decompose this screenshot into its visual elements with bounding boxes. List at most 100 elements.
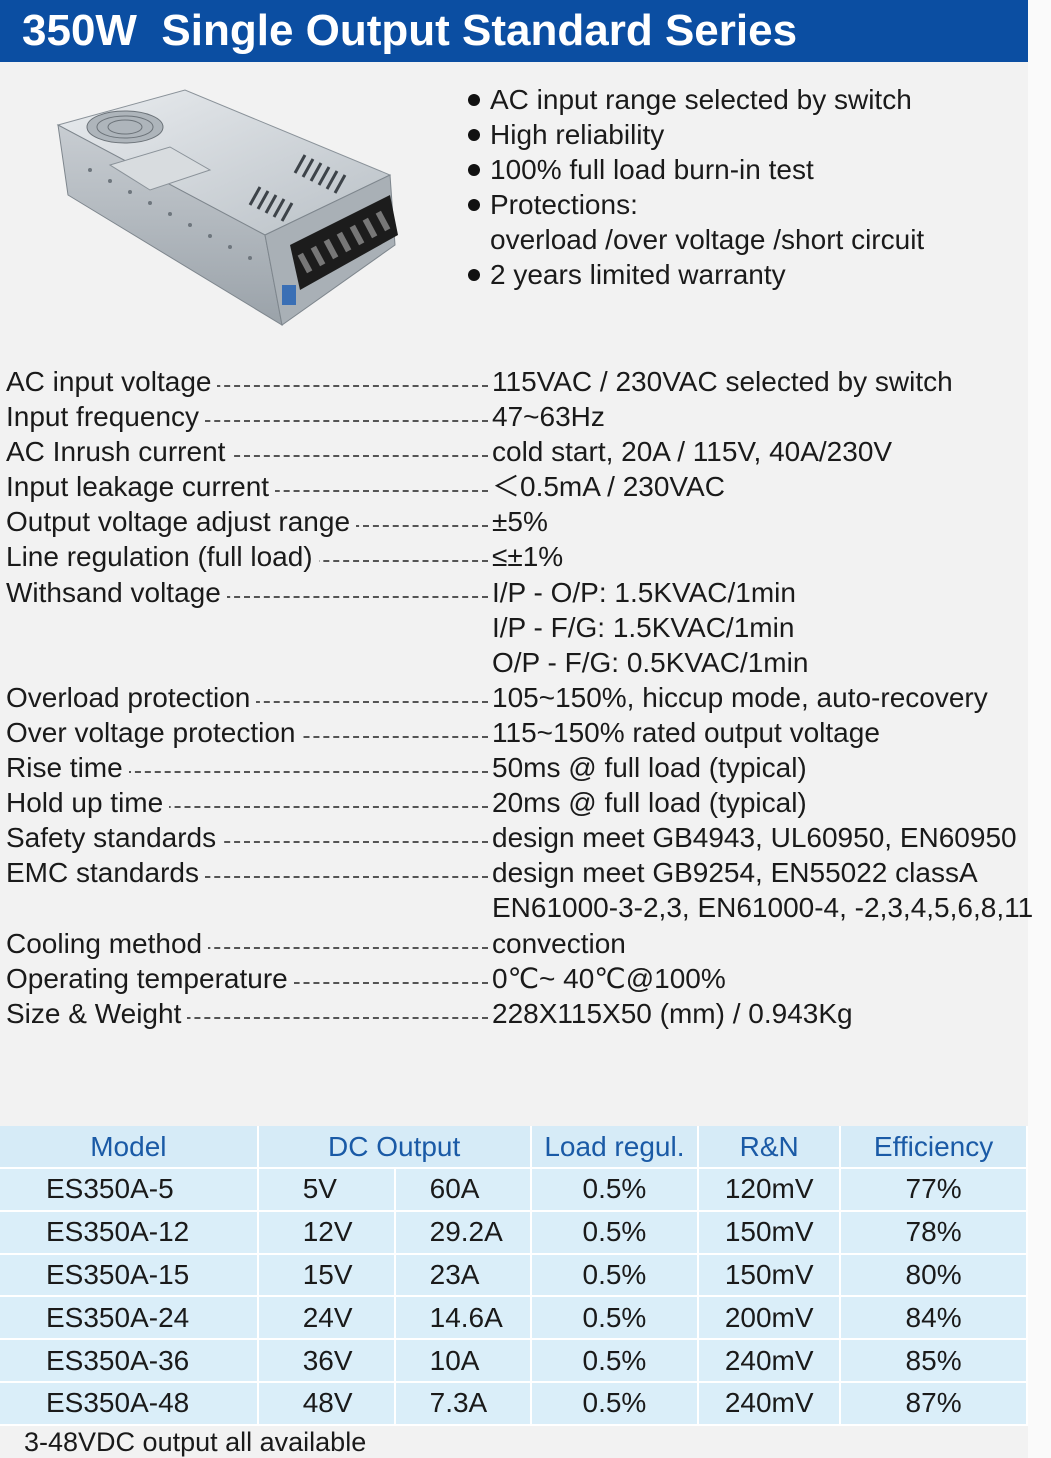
cell-rn: 240mV: [698, 1381, 842, 1426]
cell-load-regul: 0.5%: [530, 1210, 700, 1255]
cell-load-regul: 0.5%: [530, 1381, 700, 1426]
cell-current: 29.2A: [394, 1210, 532, 1255]
spec-row: Withsand voltage I/P - O/P: 1.5KVAC/1min: [6, 575, 1051, 610]
model-table: Model DC Output Load regul. R&N Efficien…: [0, 1126, 1028, 1426]
spec-label-text: AC Inrush current: [6, 436, 232, 468]
cell-efficiency: 80%: [840, 1253, 1028, 1298]
spec-label-text: Input leakage current: [6, 471, 276, 503]
spec-value: convection: [492, 927, 626, 959]
cell-rn: 120mV: [698, 1168, 842, 1212]
spec-value: 115~150% rated output voltage: [492, 716, 880, 748]
spec-label: Withsand voltage: [6, 575, 492, 610]
spec-label: [6, 890, 492, 925]
spec-label: Output voltage adjust range: [6, 504, 492, 539]
header-efficiency: Efficiency: [840, 1126, 1028, 1169]
cell-efficiency: 77%: [840, 1168, 1028, 1212]
spec-value: I/P - O/P: 1.5KVAC/1min: [492, 576, 796, 608]
spec-label-text: Line regulation (full load): [6, 541, 319, 573]
spec-value: 0℃~ 40℃@100%: [492, 962, 726, 994]
cell-model: ES350A-48: [0, 1381, 259, 1426]
feature-list: AC input range selected by switch High r…: [466, 82, 1026, 292]
bullet-icon: [468, 94, 480, 106]
spec-label: [6, 610, 492, 645]
spec-label-text: EMC standards: [6, 857, 205, 889]
cell-voltage: 15V: [257, 1253, 396, 1298]
cell-rn: 150mV: [698, 1253, 842, 1298]
page-title: 350W Single Output Standard Series: [0, 0, 1028, 62]
spec-value: 50ms @ full load (typical): [492, 752, 807, 784]
spec-label: Safety standards: [6, 820, 492, 855]
spec-value: ＜0.5mA / 230VAC: [492, 471, 725, 503]
spec-label: Operating temperature: [6, 961, 492, 996]
margin-strip: [1028, 0, 1051, 1458]
spec-row: Input leakage current ＜0.5mA / 230VAC: [6, 469, 1051, 504]
spec-label: AC input voltage: [6, 364, 492, 399]
spec-label-text: Safety standards: [6, 822, 223, 854]
spec-label: EMC standards: [6, 855, 492, 890]
feature-item-continuation: overload /over voltage /short circuit: [490, 224, 925, 255]
cell-current: 14.6A: [394, 1296, 532, 1341]
spec-value: design meet GB4943, UL60950, EN60950: [492, 822, 1017, 854]
cell-load-regul: 0.5%: [530, 1339, 700, 1383]
cell-model: ES350A-5: [0, 1168, 259, 1212]
cell-current: 10A: [394, 1339, 532, 1383]
spec-row: O/P - F/G: 0.5KVAC/1min: [6, 645, 1051, 680]
table-header-row: Model DC Output Load regul. R&N Efficien…: [0, 1126, 1028, 1169]
cell-model: ES350A-12: [0, 1210, 259, 1255]
spec-value: 20ms @ full load (typical): [492, 787, 807, 819]
header-dc-output: DC Output: [257, 1126, 532, 1169]
feature-item: High reliability: [466, 117, 1026, 152]
spec-row: Safety standards design meet GB4943, UL60…: [6, 820, 1051, 855]
spec-label-text: Size & Weight: [6, 997, 188, 1029]
cell-rn: 240mV: [698, 1339, 842, 1383]
spec-label-text: Overload protection: [6, 681, 257, 713]
spec-row: Line regulation (full load) ≤±1%: [6, 539, 1051, 574]
cell-efficiency: 87%: [840, 1381, 1028, 1426]
cell-current: 60A: [394, 1168, 532, 1212]
spec-label: Line regulation (full load): [6, 539, 492, 574]
spec-row: Output voltage adjust range ±5%: [6, 504, 1051, 539]
cell-current: 7.3A: [394, 1381, 532, 1426]
spec-value: cold start, 20A / 115V, 40A/230V: [492, 436, 893, 468]
feature-item: AC input range selected by switch: [466, 82, 1026, 117]
spec-label-text: AC input voltage: [6, 366, 218, 397]
spec-row: AC input voltage 115VAC / 230VAC selected…: [6, 364, 1051, 399]
cell-efficiency: 84%: [840, 1296, 1028, 1341]
header-load-regul: Load regul.: [530, 1126, 700, 1169]
spec-row: AC Inrush current cold start, 20A / 115V…: [6, 434, 1051, 469]
cell-voltage: 48V: [257, 1381, 396, 1426]
spec-value: 115VAC / 230VAC selected by switch: [492, 366, 953, 397]
spec-value: ±5%: [492, 506, 548, 538]
spec-label-text: [6, 892, 12, 924]
spec-row: Overload protection 105~150%, hiccup mode…: [6, 680, 1051, 715]
spec-value: ≤±1%: [492, 541, 564, 573]
spec-row: Input frequency 47~63Hz: [6, 399, 1051, 434]
cell-rn: 150mV: [698, 1210, 842, 1255]
cell-model: ES350A-15: [0, 1253, 259, 1298]
spec-label: AC Inrush current: [6, 434, 492, 469]
spec-value: 47~63Hz: [492, 401, 605, 433]
power-supply-product-image: [56, 89, 398, 327]
spec-label-text: Operating temperature: [6, 962, 294, 994]
spec-value: 105~150%, hiccup mode, auto-recovery: [492, 681, 988, 713]
spec-label: Hold up time: [6, 785, 492, 820]
cell-load-regul: 0.5%: [530, 1168, 700, 1212]
spec-label-text: Over voltage protection: [6, 716, 302, 748]
spec-row: Operating temperature 0℃~ 40℃@100%: [6, 961, 1051, 996]
spec-label-text: Withsand voltage: [6, 576, 227, 608]
spec-label-text: Output voltage adjust range: [6, 506, 357, 538]
cell-voltage: 5V: [257, 1168, 396, 1212]
bullet-icon: [468, 269, 480, 281]
spec-label-text: Hold up time: [6, 787, 170, 819]
spec-label: Size & Weight: [6, 996, 492, 1031]
feature-item: 2 years limited warranty: [466, 257, 1026, 292]
spec-label-text: [6, 646, 12, 678]
